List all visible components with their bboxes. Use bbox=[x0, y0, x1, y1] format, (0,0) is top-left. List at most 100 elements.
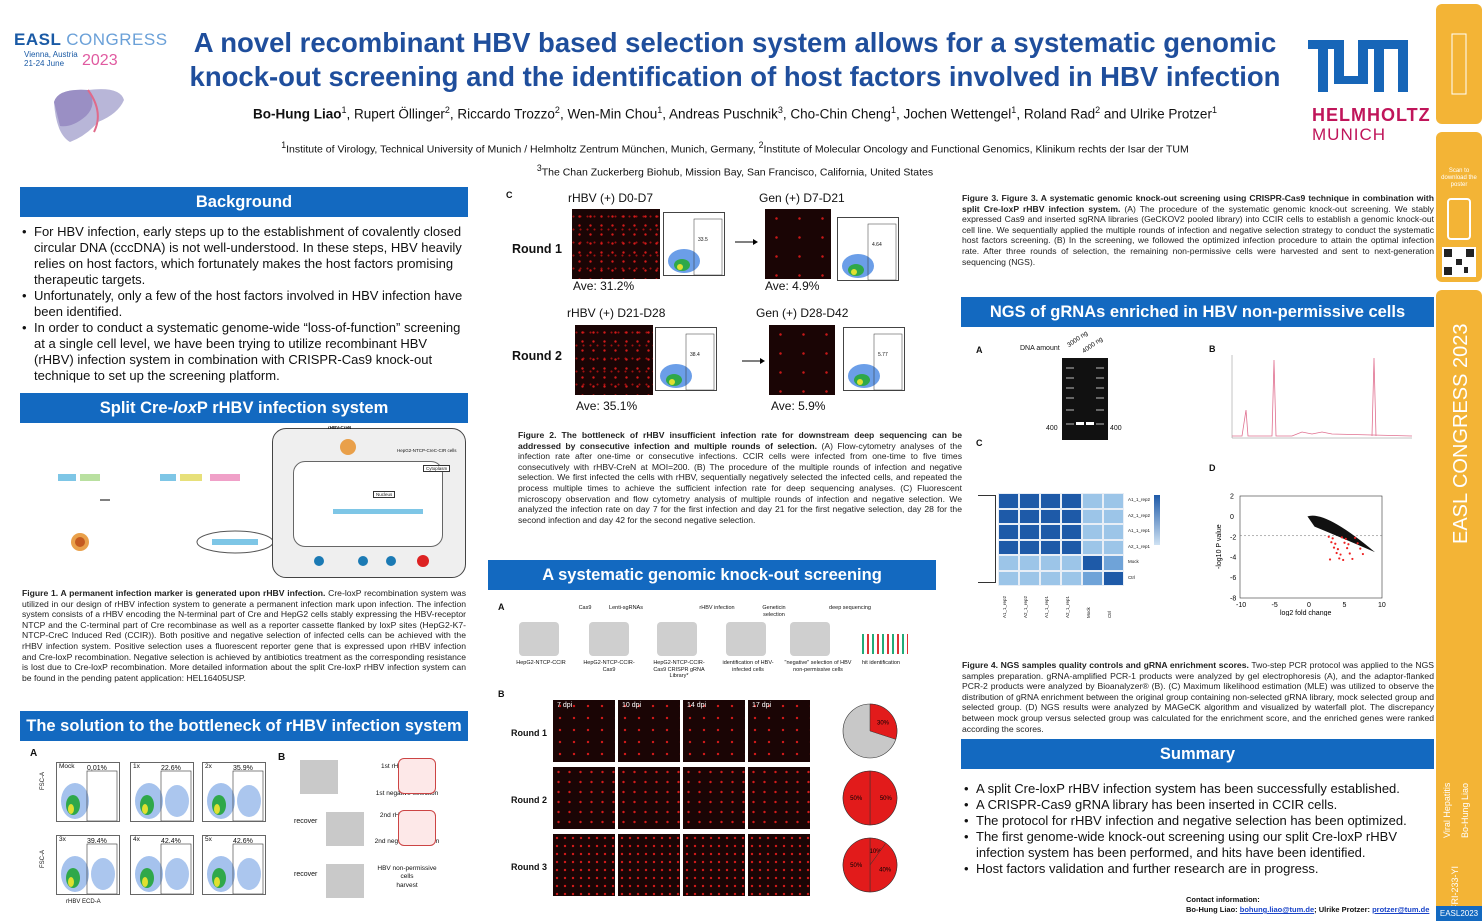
ko-day-label: 10 dpi bbox=[622, 702, 642, 709]
knockout-heading: A systematic genomic knock-out screening bbox=[488, 560, 936, 590]
heatmap-col-label: Mock bbox=[1086, 607, 1091, 618]
split-heading-pre: Split Cre- bbox=[99, 399, 174, 417]
fig2-flow-scatter bbox=[848, 333, 903, 391]
ko-day-label: 7 dpi bbox=[557, 702, 573, 709]
ko-micrograph: 7 dpi bbox=[553, 700, 615, 762]
split-heading: Split Cre-loxP rHBV infection system bbox=[20, 393, 468, 423]
easl-name: EASL bbox=[14, 30, 62, 49]
background-bullet-2: Unfortunately, only a few of the host fa… bbox=[22, 288, 468, 320]
heatmap-cell bbox=[1082, 555, 1103, 571]
marker-400-left: 400 bbox=[1046, 425, 1058, 432]
volcano-hit-point bbox=[1356, 542, 1359, 545]
fig4-caption: Figure 4. NGS samples quality controls a… bbox=[962, 660, 1434, 734]
ko-micrograph bbox=[618, 834, 680, 896]
author-name: Roland Rad bbox=[1023, 106, 1096, 122]
r2-right-title: Gen (+) D28-D42 bbox=[756, 306, 849, 320]
heatmap-colorbar bbox=[1154, 495, 1160, 545]
poster-title: A novel recombinant HBV based selection … bbox=[170, 26, 1300, 94]
summary-bullets: A split Cre-loxP rHBV infection system h… bbox=[964, 781, 1434, 877]
heatmap-row-label: Mock bbox=[1128, 559, 1139, 564]
flow-panel-value: 0,01% bbox=[87, 765, 107, 772]
pipeline-step-label: HepG2-NTCP-CCIR-Cas9 CRISPR gRNA Library… bbox=[653, 660, 705, 679]
contact-email-2[interactable]: protzer@tum.de bbox=[1372, 905, 1430, 914]
contact-info: Contact information: Bo-Hung Liao: bohun… bbox=[1186, 895, 1429, 915]
heatmap-cell bbox=[1103, 570, 1124, 586]
heatmap-row-label: A2_1_rep1 bbox=[1128, 543, 1151, 549]
pipeline-cells-image bbox=[726, 622, 766, 656]
r2-left-micrograph bbox=[575, 325, 653, 395]
ngs-panel-a: A bbox=[976, 345, 983, 355]
strip-easl: EASL CONGRESS 2023 bbox=[1450, 323, 1472, 544]
split-heading-ital: lox bbox=[173, 399, 197, 417]
pie-slice bbox=[842, 837, 871, 893]
volcano-hit-point bbox=[1327, 535, 1330, 538]
pie-label: 50% bbox=[850, 863, 863, 869]
ko-round-label: Round 1 bbox=[511, 728, 547, 738]
flow-panel-label: 5x bbox=[205, 836, 212, 843]
heatmap-cell bbox=[998, 493, 1019, 509]
ko-micrograph bbox=[683, 767, 745, 829]
fig2-flow-scatter bbox=[660, 333, 715, 391]
heatmap-cell bbox=[1061, 555, 1082, 571]
nucleus-shape bbox=[293, 461, 443, 547]
ko-micrograph bbox=[748, 767, 810, 829]
volcano-hit-point bbox=[1344, 537, 1347, 540]
fig1-caption-bold: Figure 1. A permanent infection marker i… bbox=[22, 588, 326, 598]
heatmap-col-label: A1_1_rep2 bbox=[1002, 595, 1007, 618]
ko-micrograph bbox=[683, 834, 745, 896]
author-affil-sup: 1 bbox=[890, 105, 896, 115]
fig3-caption: Figure 3. Figure 3. A systematic genomic… bbox=[962, 193, 1434, 267]
r2-right-ave: Ave: 5.9% bbox=[771, 399, 826, 413]
pipeline-step-label: identification of HBV-infected cells bbox=[722, 660, 774, 673]
flow-panel-value: 42.4% bbox=[161, 838, 181, 845]
r1-left-ave: Ave: 31.2% bbox=[573, 279, 635, 293]
fig4-caption-bold: Figure 4. NGS samples quality controls a… bbox=[962, 660, 1249, 670]
volcano-hit-point bbox=[1361, 552, 1365, 556]
title-line-2: knock-out screening and the identificati… bbox=[189, 61, 1281, 92]
flow-panel-value: 35.9% bbox=[233, 765, 253, 772]
dna-amount-label: DNA amount bbox=[1020, 345, 1060, 352]
heatmap-col-label: A2_1_rep2 bbox=[1023, 595, 1028, 618]
download-tile: Scan to download the poster bbox=[1436, 132, 1482, 282]
heatmap-cell bbox=[1040, 493, 1061, 509]
heatmap-cell bbox=[1082, 539, 1103, 555]
heatmap-cell bbox=[1040, 508, 1061, 524]
author-name: Andreas Puschnik bbox=[669, 106, 778, 122]
pie-label: 50% bbox=[880, 796, 893, 802]
contact-email-1[interactable]: bohung.liao@tum.de bbox=[1239, 905, 1315, 914]
r1-left-micrograph bbox=[572, 209, 660, 279]
fig2-caption: Figure 2. The bottleneck of rHBV insuffi… bbox=[518, 430, 962, 525]
flow-scatter bbox=[135, 843, 192, 894]
cell-culture-image bbox=[326, 864, 364, 898]
fig2-caption-bold: Figure 2. The bottleneck of rHBV insuffi… bbox=[518, 430, 962, 451]
helmholtz-logo: HELMHOLTZ MUNICH bbox=[1312, 105, 1431, 145]
volcano-y-tick: -8 bbox=[1230, 596, 1236, 603]
heatmap-cell bbox=[1082, 508, 1103, 524]
ko-micrograph: 10 dpi bbox=[618, 700, 680, 762]
contact-title: Contact information: bbox=[1186, 895, 1260, 904]
heatmap-cell bbox=[998, 570, 1019, 586]
heatmap-cell bbox=[1019, 539, 1040, 555]
solution-panel-a: A bbox=[30, 748, 38, 759]
heatmap-cell bbox=[1082, 493, 1103, 509]
eposter-tile bbox=[1436, 4, 1482, 124]
easl-congress: CONGRESS bbox=[66, 30, 168, 49]
heatmap-cell bbox=[1061, 524, 1082, 540]
affiliations: 1Institute of Virology, Technical Univer… bbox=[281, 140, 1189, 178]
author-name: Bo-Hung Liao bbox=[253, 106, 342, 122]
volcano-y-label: -log10 P value bbox=[1216, 524, 1223, 569]
background-bullet-1: For HBV infection, early steps up to the… bbox=[22, 224, 468, 288]
fig2-round2: Round 2 bbox=[512, 349, 562, 363]
heatmap-cell bbox=[998, 555, 1019, 571]
fig1-caption-body: Cre-loxP recombination system was utiliz… bbox=[22, 588, 466, 683]
pipeline-cells-image bbox=[589, 622, 629, 656]
gel-bands bbox=[1066, 367, 1104, 425]
heatmap-cell bbox=[1082, 524, 1103, 540]
volcano-hit-point bbox=[1334, 542, 1337, 545]
easl-dates: 21-24 June bbox=[24, 59, 65, 68]
volcano-x-tick: -5 bbox=[1272, 602, 1278, 609]
heatmap-cell bbox=[1019, 493, 1040, 509]
heatmap-col-label: A1_1_rep1 bbox=[1044, 595, 1049, 618]
